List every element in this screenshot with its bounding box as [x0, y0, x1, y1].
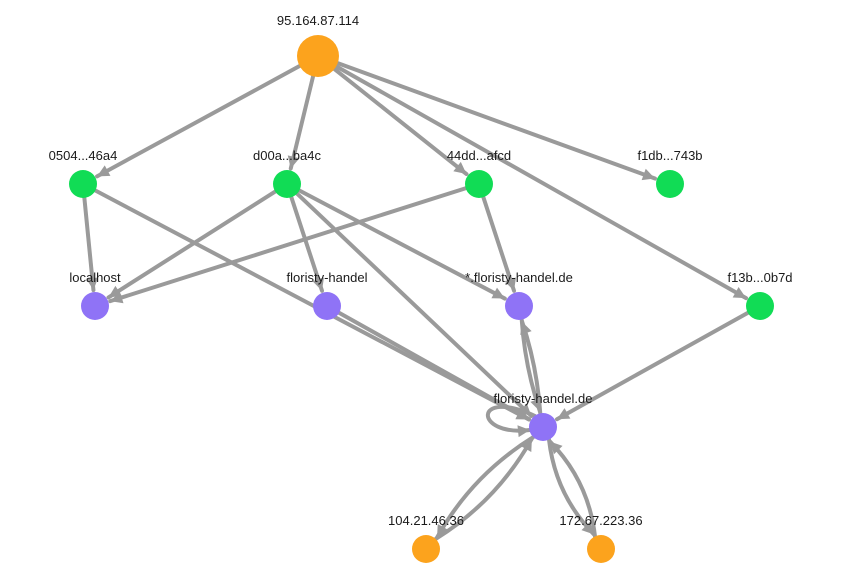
- ip-node-circle[interactable]: [587, 535, 615, 563]
- domain-node-circle[interactable]: [81, 292, 109, 320]
- node-hash-h4[interactable]: f1db...743b: [637, 148, 703, 198]
- edge-h1-to-d4: [93, 188, 531, 422]
- hash-node-circle[interactable]: [69, 170, 97, 198]
- node-label: 172.67.223.36: [559, 513, 642, 528]
- edge-ip1-to-h1: [95, 64, 302, 179]
- domain-node-circle[interactable]: [313, 292, 341, 320]
- edge-ip1-to-h3: [332, 67, 469, 177]
- node-label: localhost: [69, 270, 121, 285]
- node-domain-d2[interactable]: floristy-handel: [287, 270, 368, 320]
- edge-h2-to-d2: [289, 195, 325, 293]
- node-label: f1db...743b: [637, 148, 702, 163]
- hash-node-circle[interactable]: [273, 170, 301, 198]
- node-domain-d1[interactable]: localhost: [69, 270, 121, 320]
- hash-node-circle[interactable]: [656, 170, 684, 198]
- edge-ip2-to-d4: [433, 436, 534, 541]
- hash-node-circle[interactable]: [746, 292, 774, 320]
- ip-node-circle[interactable]: [297, 35, 339, 77]
- node-label: 0504...46a4: [49, 148, 118, 163]
- edge-ip1-to-h2: [287, 74, 316, 171]
- node-label: *.floristy-handel.de: [465, 270, 573, 285]
- edge-d4-to-d4: [485, 404, 537, 438]
- node-label: f13b...0b7d: [727, 270, 792, 285]
- node-hash-h1[interactable]: 0504...46a4: [49, 148, 118, 198]
- edge-h2-to-d1: [106, 189, 278, 300]
- edge-h3-to-d3: [481, 195, 517, 293]
- node-label: floristy-handel: [287, 270, 368, 285]
- nodes-layer: 95.164.87.114 0504...46a4 d00a...ba4c 44dd.…: [49, 13, 793, 563]
- edge-h3-to-d1: [108, 186, 468, 304]
- node-domain-d4[interactable]: floristy-handel.de: [494, 391, 593, 441]
- edge-ip1-to-h5: [334, 64, 749, 301]
- edge-d4-to-ip3: [547, 437, 597, 537]
- edge-d4-to-d3: [520, 319, 543, 416]
- node-hash-h2[interactable]: d00a...ba4c: [253, 148, 321, 198]
- ip-node-circle[interactable]: [412, 535, 440, 563]
- node-label: 95.164.87.114: [277, 13, 359, 28]
- edges-layer: [82, 61, 750, 541]
- domain-node-circle[interactable]: [529, 413, 557, 441]
- node-label: 104.21.46.36: [388, 513, 464, 528]
- hash-node-circle[interactable]: [465, 170, 493, 198]
- node-label: d00a...ba4c: [253, 148, 321, 163]
- node-label: floristy-handel.de: [494, 391, 593, 406]
- node-ip-ip3[interactable]: 172.67.223.36: [559, 513, 643, 563]
- node-ip-ip2[interactable]: 104.21.46.36: [388, 513, 464, 563]
- edge-ip3-to-d4: [547, 439, 597, 539]
- edge-d2-to-d4: [337, 310, 532, 422]
- domain-node-circle[interactable]: [505, 292, 533, 320]
- node-hash-h5[interactable]: f13b...0b7d: [727, 270, 793, 320]
- node-ip-ip1[interactable]: 95.164.87.114: [277, 13, 359, 77]
- edge-h1-to-d1: [82, 195, 99, 293]
- node-domain-d3[interactable]: *.floristy-handel.de: [465, 270, 573, 320]
- edge-ip1-to-h4: [335, 61, 657, 181]
- node-label: 44dd...afcd: [447, 148, 511, 163]
- edge-h5-to-d4: [554, 310, 750, 422]
- edge-h2-to-d3: [297, 188, 507, 301]
- node-hash-h3[interactable]: 44dd...afcd: [447, 148, 511, 198]
